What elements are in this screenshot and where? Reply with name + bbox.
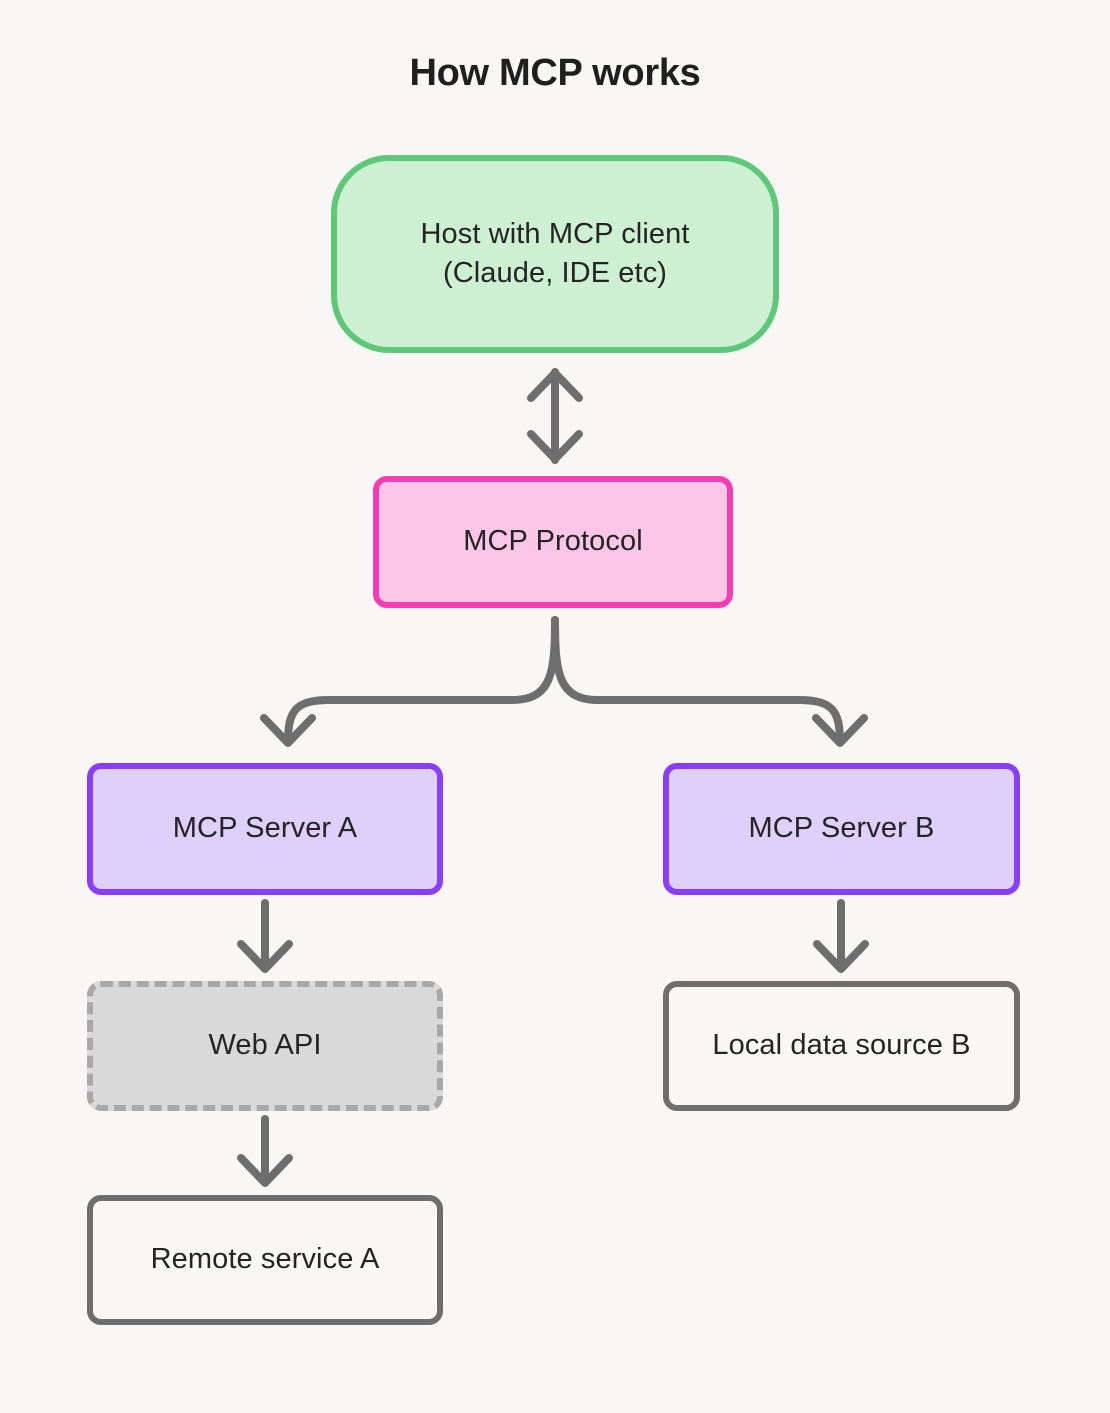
node-host-label-line1: Host with MCP client [420, 217, 690, 250]
node-remote-service-a-label: Remote service A [150, 1243, 380, 1276]
node-mcp-server-a-label: MCP Server A [172, 812, 358, 845]
edge-web-api-remote [237, 1115, 293, 1187]
edge-protocol-server-b [551, 616, 868, 747]
edge-server-b-local-data [813, 899, 869, 973]
node-remote-service-a[interactable]: Remote service A [87, 1195, 443, 1325]
edge-protocol-server-a [260, 616, 559, 747]
node-mcp-server-b-label: MCP Server B [748, 812, 935, 845]
edge-host-protocol [527, 368, 583, 464]
node-local-data-source-b[interactable]: Local data source B [663, 981, 1020, 1111]
node-host-label-line2: (Claude, IDE etc) [442, 257, 668, 289]
node-web-api[interactable]: Web API [87, 981, 443, 1111]
page-title: How MCP works [409, 52, 701, 94]
node-mcp-server-b[interactable]: MCP Server B [663, 763, 1020, 895]
node-host-with-mcp-client[interactable]: Host with MCP client (Claude, IDE etc) [331, 155, 779, 353]
node-web-api-label: Web API [208, 1029, 322, 1062]
node-mcp-server-a[interactable]: MCP Server A [87, 763, 443, 895]
node-local-data-source-b-label: Local data source B [712, 1029, 971, 1062]
edge-server-a-web-api [237, 899, 293, 973]
node-mcp-protocol-label: MCP Protocol [463, 525, 643, 558]
node-mcp-protocol[interactable]: MCP Protocol [373, 476, 733, 608]
